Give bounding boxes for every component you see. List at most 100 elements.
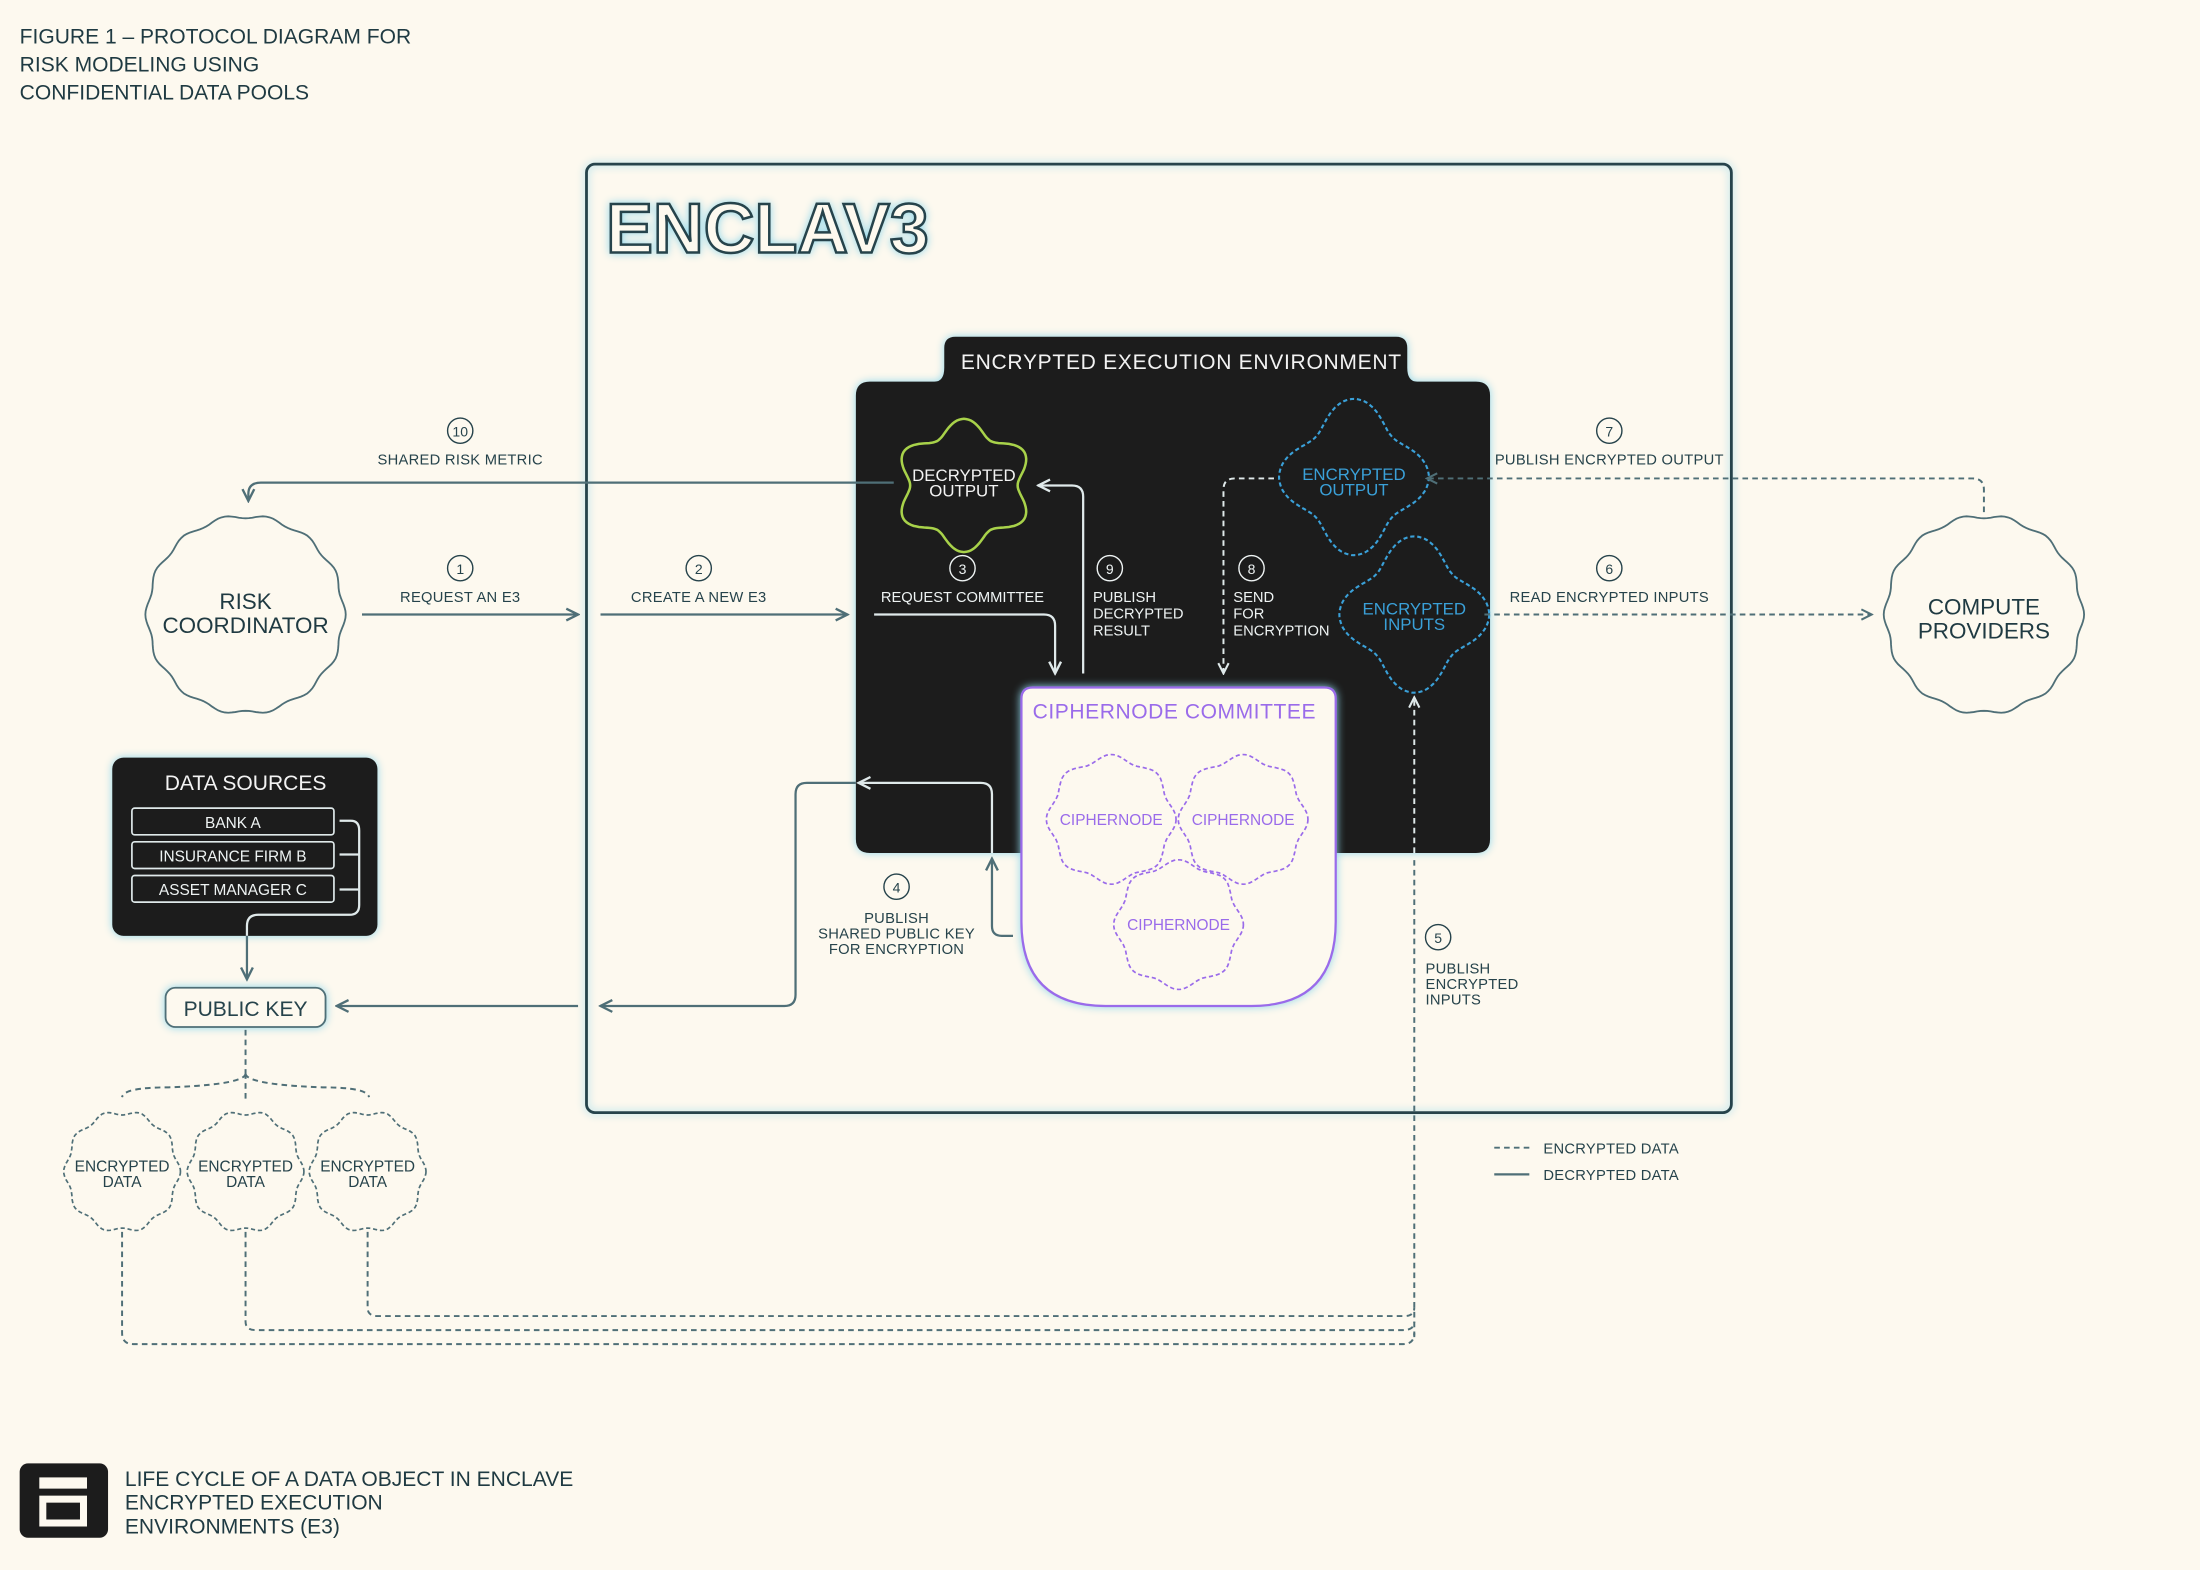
encrypted-data-shape [308,1111,427,1232]
step-number-badge [1096,554,1124,582]
step-label: SHARED RISK METRIC [378,452,543,468]
step-3: 3 REQUEST COMMITTEE [881,554,1044,606]
legend-encrypted-label: ENCRYPTED DATA [1543,1141,1679,1157]
step-label: ENCRYPTED [1426,977,1519,993]
step-9: 9 PUBLISH DECRYPTED RESULT [1093,554,1184,640]
step-5: 5 PUBLISH ENCRYPTED INPUTS [1424,923,1519,1009]
step-7: 7 PUBLISH ENCRYPTED OUTPUT [1495,417,1724,468]
encrypted-data-line [366,1231,1416,1318]
ciphernode-label: CIPHERNODE [1127,917,1230,934]
step-label: RESULT [1093,624,1150,640]
arrow-step-4-in [859,783,994,854]
step-label: REQUEST COMMITTEE [881,590,1044,606]
footer-caption: LIFE CYCLE OF A DATA OBJECT IN ENCLAVE [125,1468,573,1491]
legend-decrypted-label: DECRYPTED DATA [1543,1168,1679,1184]
decrypted-output-shape [900,417,1028,554]
step-number: 7 [1605,423,1613,439]
step-label: PUBLISH [1093,590,1156,606]
step-number: 1 [456,561,464,577]
step-number-badge [1595,417,1623,445]
data-source-item[interactable] [131,840,335,870]
step-number-badge [1424,923,1452,951]
encrypted-data-label: DATA [226,1174,266,1191]
data-source-item[interactable] [131,807,335,836]
step-number: 3 [959,561,967,577]
step-label: PUBLISH ENCRYPTED OUTPUT [1495,452,1724,468]
step-label: CREATE A NEW E3 [631,590,767,606]
arrow-step-4-out [601,781,856,1006]
compute-providers-shape[interactable] [1882,515,2086,714]
public-key-label: PUBLIC KEY [184,998,308,1021]
risk-coordinator-shape[interactable] [144,515,347,714]
encrypted-output-shape [1277,397,1430,557]
data-source-label: BANK A [205,815,261,832]
step-label: READ ENCRYPTED INPUTS [1510,590,1709,606]
ciphernode-label: CIPHERNODE [1192,812,1295,829]
encrypted-data-shape [62,1111,182,1232]
step-number-badge [1595,554,1623,582]
data-sources-merge-line [245,819,361,936]
figure-title-line: RISK MODELING USING [20,54,260,77]
risk-coordinator-label: RISK [219,589,271,614]
encrypted-inputs-label: INPUTS [1383,615,1445,634]
step-number-badge [685,554,713,582]
encrypted-output-label: ENCRYPTED [1302,465,1405,484]
arrow-step-9 [1038,485,1085,674]
encrypted-output-label: OUTPUT [1319,480,1388,499]
connectors [121,477,1985,1346]
step-label: INPUTS [1426,993,1482,1009]
step-number-badge [883,873,910,901]
arrow-step-4-up [992,859,1014,937]
compute-providers-label: PROVIDERS [1918,618,2050,643]
encrypted-data-line [244,1231,1416,1332]
encrypted-data-shape [186,1111,305,1232]
step-label: SEND [1233,590,1274,606]
encrypted-data-label: ENCRYPTED [198,1159,293,1176]
step-6: 6 READ ENCRYPTED INPUTS [1510,554,1709,606]
figure-title-line: FIGURE 1 – PROTOCOL DIAGRAM FOR [20,25,411,48]
figure-title-line: CONFIDENTIAL DATA POOLS [20,82,309,105]
data-source-list: BANK A INSURANCE FIRM B ASSET MANAGER C [131,807,335,903]
figure-title: FIGURE 1 – PROTOCOL DIAGRAM FOR RISK MOD… [20,25,411,104]
encrypted-data-label: ENCRYPTED [75,1159,170,1176]
step-number: 2 [695,561,703,577]
step-4: 4 PUBLISH SHARED PUBLIC KEY FOR ENCRYPTI… [818,873,975,958]
risk-coordinator-label: COORDINATOR [162,613,328,638]
step-label: ENCRYPTION [1233,624,1329,640]
decrypted-output-label: DECRYPTED [912,466,1015,485]
arrow-step-8 [1223,477,1274,673]
step-10: 10 SHARED RISK METRIC [378,417,543,468]
step-number-badge [446,417,474,445]
committee-title: CIPHERNODE COMMITTEE [1033,700,1316,723]
step-number: 8 [1248,561,1256,577]
step-number: 4 [893,879,901,895]
encrypted-inputs-label: ENCRYPTED [1363,600,1466,619]
public-key-branch-lines [121,1029,370,1099]
legend: ENCRYPTED DATA DECRYPTED DATA [1494,1141,1679,1184]
encrypted-data-line [121,1231,1416,1346]
arrow-step-10 [248,481,894,501]
step-label: REQUEST AN E3 [400,590,520,606]
ciphernode-label: CIPHERNODE [1060,812,1163,829]
footer: LIFE CYCLE OF A DATA OBJECT IN ENCLAVE E… [19,1463,573,1539]
decrypted-output-label: OUTPUT [929,482,998,501]
encrypted-data-label: DATA [348,1174,388,1191]
data-sources-box [112,757,378,936]
step-8: 8 SEND FOR ENCRYPTION [1233,554,1330,640]
public-key-box[interactable] [164,986,327,1028]
enclave-icon [19,1463,109,1538]
step-label: PUBLISH [864,911,929,927]
step-number-badge [1238,554,1265,582]
encrypted-data-label: ENCRYPTED [320,1159,415,1176]
step-number: 6 [1605,561,1613,577]
step-1: 1 REQUEST AN E3 [400,554,520,606]
ciphernode-committee [1020,686,1337,1008]
data-source-item[interactable] [131,874,335,903]
encrypted-inputs-shape [1338,535,1491,694]
encrypted-data-label: DATA [103,1174,143,1191]
data-source-label: INSURANCE FIRM B [159,848,306,865]
footer-caption: ENVIRONMENTS (E3) [125,1516,340,1539]
step-number: 9 [1106,561,1114,577]
data-sources-title: DATA SOURCES [165,772,327,795]
